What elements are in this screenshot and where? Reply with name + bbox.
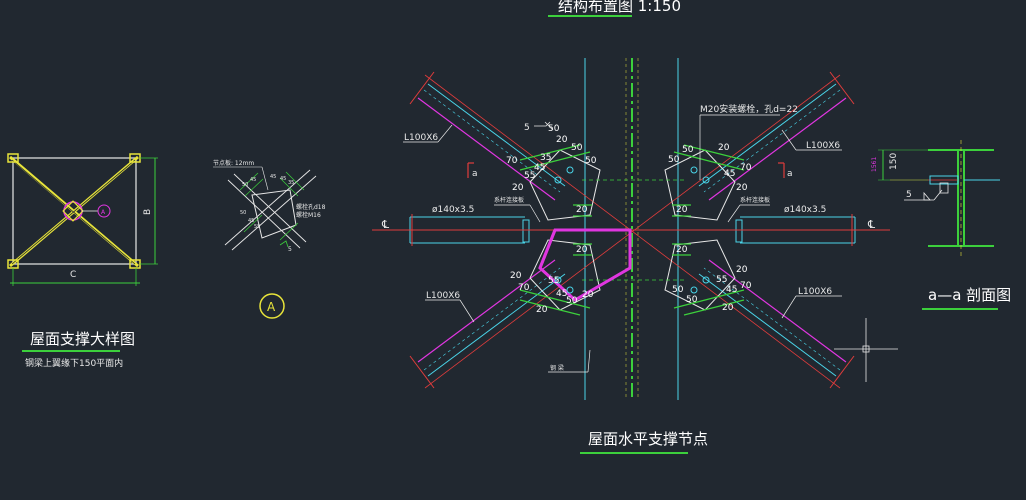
gusset-tl: [529, 149, 601, 221]
dim-br-55: 55: [716, 275, 727, 285]
label-bolt: M20安装螺栓，孔d=22: [700, 103, 798, 115]
dim-br-20-a: 20: [736, 265, 748, 275]
dim-tr-20-b: 20: [736, 183, 748, 193]
dim-tl-45: 45: [534, 163, 545, 173]
small-weld-size: 5: [288, 246, 292, 253]
roof-detail-frame: [12, 157, 137, 265]
dim-c-label: C: [70, 270, 76, 280]
cursor-crosshair: [834, 318, 898, 382]
axis-a-bubble: [97, 204, 111, 218]
section-mark-a-right: a: [787, 169, 793, 179]
corner-plate-tl: [7, 153, 19, 163]
dim-br-70: 70: [740, 281, 752, 291]
label-pipe-left: ø140x3.5: [432, 205, 474, 215]
dim-bl-20-b: 20: [536, 305, 548, 315]
dim-bl-20-a: 20: [510, 271, 522, 281]
gusset-thickness-label: 节点板: 12mm: [213, 159, 254, 167]
dim-tr-50-b: 50: [682, 145, 694, 155]
node-title: 屋面水平支撑节点: [588, 430, 708, 448]
central-node: ℄ ℄: [372, 58, 898, 454]
dim-bl-55: 55: [548, 276, 559, 286]
dim-tl-70-a: 70: [506, 156, 518, 166]
dim-bl-70: 70: [518, 283, 530, 293]
gusset-tr: [664, 149, 736, 221]
roof-detail-note: 钢梁上翼缘下150平面内: [25, 357, 123, 369]
label-angle-bl: L100X6: [426, 291, 460, 301]
dim-c-br-20: 20: [676, 245, 688, 255]
axis-a-label: A: [101, 209, 106, 216]
dim-bl-20-c: 20: [582, 290, 594, 300]
roof-detail-plan: A B C 屋面支撑大样图 钢梁上翼缘下150平面内: [7, 153, 158, 369]
diag-centerline-2: [424, 74, 841, 389]
dim-c-tl-20: 20: [576, 205, 588, 215]
dim-br-45: 45: [726, 285, 737, 295]
dim-tl-50-c: 50: [585, 156, 597, 166]
svg-text:50: 50: [240, 210, 246, 216]
dim-bl-50: 50: [566, 296, 578, 306]
cl-left-symbol: ℄: [381, 218, 389, 231]
section-mark-a-left: a: [472, 169, 478, 179]
label-angle-tr: L100X6: [806, 141, 840, 151]
label-pipe-right: ø140x3.5: [784, 205, 826, 215]
dim-tl-20-b: 20: [512, 183, 524, 193]
section-dim-1561: 1561: [871, 157, 878, 172]
svg-text:55: 55: [254, 224, 260, 230]
axis-a-bubble-large: [259, 293, 285, 319]
roof-detail-title: 屋面支撑大样图: [30, 330, 135, 348]
svg-text:45: 45: [270, 174, 276, 180]
angle-member-br: [698, 259, 847, 377]
label-angle-tl: L100X6: [404, 133, 438, 143]
dim-tr-50-a: 50: [668, 155, 680, 165]
svg-text:45: 45: [280, 176, 286, 182]
dim-br-20-b: 20: [722, 303, 734, 313]
dim-b-label: B: [143, 209, 153, 215]
label-tie-plate-right: 系杆连接板: [740, 196, 770, 204]
top-title-text: 结构布置图 1:150: [558, 0, 681, 15]
gusset-bl: [529, 239, 601, 311]
dim-tr-45: 45: [724, 169, 735, 179]
dim-tl-35: 35: [540, 153, 551, 163]
angle-member-tl: [417, 83, 566, 201]
section-a-a: 150 1561 5 a—a 剖面图: [871, 140, 1011, 310]
dim-c-tr-20: 20: [676, 205, 688, 215]
svg-text:50: 50: [242, 182, 248, 188]
angle-member-bl: [417, 259, 566, 377]
section-weld-5: 5: [906, 190, 912, 200]
section-dim-150: 150: [889, 153, 899, 170]
dim-tr-20: 20: [718, 143, 730, 153]
cl-right-symbol: ℄: [867, 218, 875, 231]
dim-tl-55: 55: [524, 171, 535, 181]
gusset-br: [664, 239, 736, 311]
center-node-plate: [62, 200, 84, 222]
small-bolt-label: 螺栓M16: [296, 211, 321, 219]
label-tie-plate-left: 系杆连接板: [494, 196, 524, 204]
small-bolt-hole-label: 螺栓孔d18: [296, 203, 326, 211]
angle-member-tr: [698, 83, 847, 201]
dim-bl-45: 45: [556, 289, 567, 299]
label-angle-br: L100X6: [798, 287, 832, 297]
dim-br-50-a: 50: [672, 285, 684, 295]
dim-c-bl-20: 20: [576, 245, 588, 255]
section-title: a—a 剖面图: [928, 286, 1011, 304]
dim-br-50-b: 50: [686, 295, 698, 305]
label-beam: 钢 梁: [550, 364, 564, 372]
bolt-callout-5: 5: [524, 123, 530, 133]
svg-text:35: 35: [288, 180, 294, 186]
svg-text:45: 45: [250, 177, 256, 183]
axis-a-large-label: A: [267, 300, 276, 314]
dim-tl-50-b: 50: [571, 143, 583, 153]
dim-tl-20-a: 20: [556, 135, 568, 145]
dim-tr-70: 70: [740, 163, 752, 173]
svg-text:45: 45: [248, 218, 254, 224]
top-title: 结构布置图 1:150: [548, 0, 681, 17]
dim-tl-50-a: 50: [548, 124, 560, 134]
